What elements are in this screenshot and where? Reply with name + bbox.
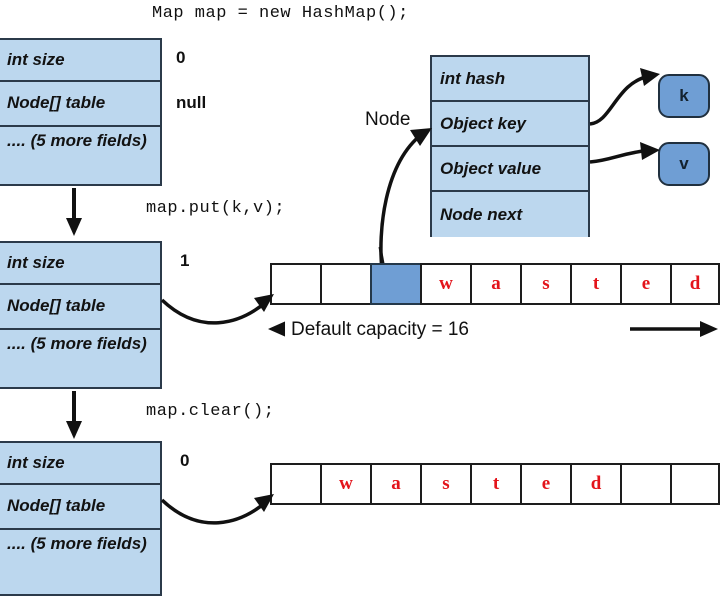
- value-table-initial: null: [176, 93, 207, 112]
- diagram-title: Map map = new HashMap();: [152, 4, 409, 23]
- table-ref-arrow-put: [160, 294, 274, 325]
- value-object-bubble: v: [658, 142, 710, 186]
- hashmap-struct-after-put: int size Node[] table .... (5 more field…: [0, 241, 162, 389]
- bucket-cell[interactable]: t: [570, 263, 620, 305]
- table-ref-arrow-clear: [160, 494, 274, 525]
- bucket-array-after-clear: w a s t e d: [270, 463, 720, 505]
- node-field-key: Object key: [432, 102, 588, 147]
- struct-field-more-label: .... (5 more fields): [7, 534, 147, 553]
- bucket-cell[interactable]: a: [370, 463, 420, 505]
- bucket-cell[interactable]: e: [620, 263, 670, 305]
- key-object-bubble: k: [658, 74, 710, 118]
- value-size-after-clear: 0: [180, 451, 190, 470]
- struct-field-size: int size: [0, 443, 160, 485]
- caption-map-clear: map.clear();: [146, 402, 275, 421]
- node-struct: int hash Object key Object value Node ne…: [430, 55, 590, 237]
- struct-field-more: .... (5 more fields): [0, 330, 160, 387]
- struct-field-table: Node[] table: [0, 485, 160, 530]
- bucket-cell[interactable]: [270, 263, 320, 305]
- struct-field-size: int size: [0, 40, 160, 82]
- node-label: Node: [365, 109, 411, 130]
- bucket-cell[interactable]: w: [420, 263, 470, 305]
- value-size-initial: 0: [176, 48, 186, 67]
- capacity-label: Default capacity = 16: [285, 319, 475, 341]
- struct-field-more-label: .... (5 more fields): [7, 334, 147, 353]
- struct-field-size: int size: [0, 243, 160, 285]
- bucket-cell-filled[interactable]: [370, 263, 420, 305]
- hashmap-struct-initial: int size Node[] table .... (5 more field…: [0, 38, 162, 186]
- node-key-arrow: [589, 68, 660, 126]
- struct-field-more: .... (5 more fields): [0, 127, 160, 184]
- struct-field-more-label: .... (5 more fields): [7, 131, 147, 150]
- bucket-array-after-put: w a s t e d: [270, 263, 720, 305]
- struct-field-table: Node[] table: [0, 82, 160, 127]
- node-field-value: Object value: [432, 147, 588, 192]
- hashmap-struct-after-clear: int size Node[] table .... (5 more field…: [0, 441, 162, 596]
- struct-field-more: .... (5 more fields): [0, 530, 160, 594]
- bucket-cell[interactable]: s: [520, 263, 570, 305]
- caption-map-put: map.put(k,v);: [146, 199, 286, 218]
- bucket-cell[interactable]: d: [670, 263, 720, 305]
- bucket-cell[interactable]: [670, 463, 720, 505]
- node-field-next: Node next: [432, 192, 588, 237]
- bucket-cell[interactable]: s: [420, 463, 470, 505]
- node-field-hash: int hash: [432, 57, 588, 102]
- node-value-arrow: [589, 142, 660, 164]
- bucket-cell[interactable]: [320, 263, 370, 305]
- flow-arrow-1: [66, 188, 82, 236]
- bucket-cell[interactable]: [270, 463, 320, 505]
- bucket-cell[interactable]: a: [470, 263, 520, 305]
- struct-field-table: Node[] table: [0, 285, 160, 330]
- bucket-cell[interactable]: [620, 463, 670, 505]
- bucket-cell[interactable]: e: [520, 463, 570, 505]
- key-object-label: k: [679, 86, 689, 105]
- value-size-after-put: 1: [180, 251, 190, 270]
- bucket-cell[interactable]: w: [320, 463, 370, 505]
- value-object-label: v: [679, 154, 689, 173]
- bucket-cell[interactable]: t: [470, 463, 520, 505]
- bucket-cell[interactable]: d: [570, 463, 620, 505]
- flow-arrow-2: [66, 391, 82, 439]
